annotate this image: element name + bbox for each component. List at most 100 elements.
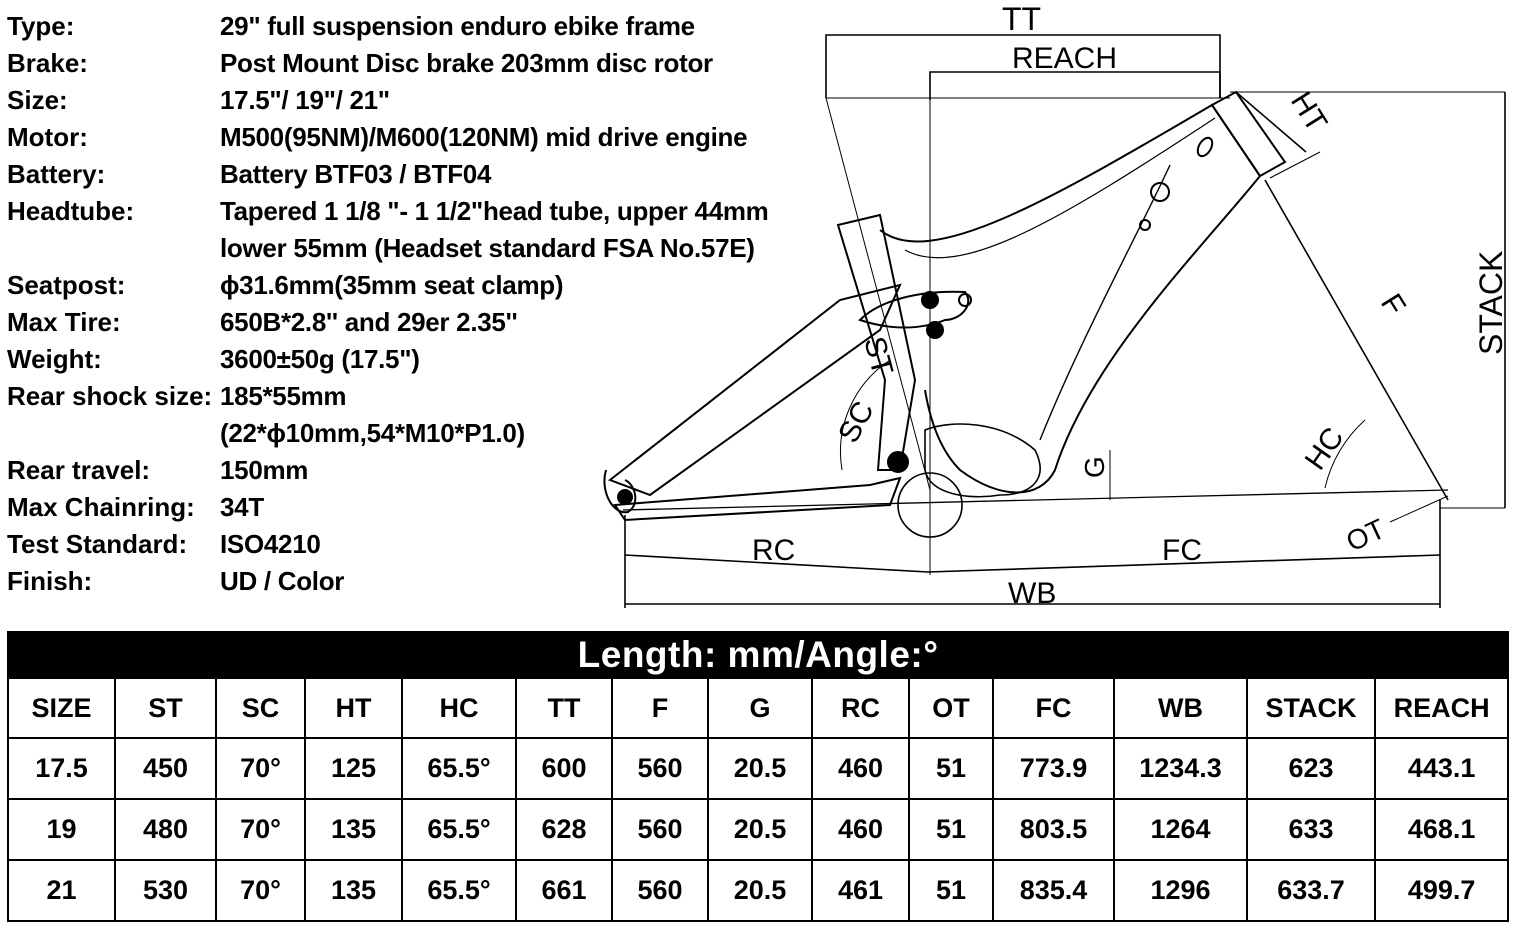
table-cell: 70° (215, 737, 306, 800)
column-header: F (611, 677, 709, 739)
spec-row: Finish:UD / Color (7, 566, 837, 603)
table-cell: 70° (215, 859, 306, 922)
spec-value: Post Mount Disc brake 203mm disc rotor (220, 48, 713, 78)
table-cell: 1296 (1113, 859, 1248, 922)
spec-row: Max Chainring: 34T (7, 492, 837, 529)
spec-value: ISO4210 (220, 529, 321, 559)
spec-key: Weight: (7, 344, 102, 374)
table-cell: 135 (304, 859, 403, 922)
spec-row: Rear shock size:185*55mm (7, 381, 837, 418)
table-cell: 65.5° (401, 859, 517, 922)
column-header: HT (304, 677, 403, 739)
table-cell: 773.9 (992, 737, 1115, 800)
table-cell: 65.5° (401, 798, 517, 861)
table-cell: 661 (515, 859, 613, 922)
spec-row: Headtube: Tapered 1 1/8 "- 1 1/2"head tub… (7, 196, 837, 233)
spec-list: Type:29" full suspension enduro ebike fr… (7, 11, 837, 603)
label-rc: RC (752, 534, 795, 567)
spec-value: 3600±50g (17.5") (220, 344, 420, 374)
spec-key: Seatpost: (7, 270, 126, 300)
spec-key: Brake: (7, 48, 88, 78)
table-cell: 443.1 (1373, 737, 1510, 800)
label-ot: OT (1341, 513, 1389, 558)
label-wb: WB (1008, 577, 1056, 610)
table-cell: 480 (114, 798, 217, 861)
table-cell: 468.1 (1373, 798, 1510, 861)
label-fc: FC (1162, 534, 1202, 567)
table-cell: 20.5 (707, 737, 813, 800)
spec-key: Finish: (7, 566, 93, 596)
table-cell: 51 (908, 859, 994, 922)
column-header: SIZE (7, 677, 116, 739)
spec-value: 17.5"/ 19"/ 21" (220, 85, 390, 115)
spec-row: Brake: Post Mount Disc brake 203mm disc r… (7, 48, 837, 85)
spec-key: Motor: (7, 122, 88, 152)
spec-row: Rear travel: 150mm (7, 455, 837, 492)
spec-row: Weight: 3600±50g (17.5") (7, 344, 837, 381)
label-reach: REACH (1012, 42, 1117, 75)
spec-value: ϕ31.6mm(35mm seat clamp) (220, 270, 564, 300)
spec-key: Max Chainring: (7, 492, 195, 522)
table-cell: 17.5 (7, 737, 116, 800)
table-cell: 135 (304, 798, 403, 861)
label-hc: HC (1299, 422, 1351, 476)
table-cell: 560 (611, 798, 709, 861)
table-cell: 835.4 (992, 859, 1115, 922)
spec-row: (22*ϕ10mm,54*M10*P1.0) (7, 418, 837, 455)
spec-value: Tapered 1 1/8 "- 1 1/2"head tube, upper … (220, 196, 769, 226)
label-f: F (1374, 288, 1412, 321)
column-header: FC (992, 677, 1115, 739)
label-st: ST (857, 333, 899, 379)
spec-row: Seatpost: ϕ31.6mm(35mm seat clamp) (7, 270, 837, 307)
spec-row: Max Tire:650B*2.8'' and 29er 2.35'' (7, 307, 837, 344)
table-cell: 450 (114, 737, 217, 800)
label-ht: HT (1284, 86, 1333, 137)
table-cell: 803.5 (992, 798, 1115, 861)
label-tt: TT (1002, 1, 1041, 37)
table-cell: 461 (811, 859, 910, 922)
table-cell: 499.7 (1373, 859, 1510, 922)
spec-value: (22*ϕ10mm,54*M10*P1.0) (220, 418, 525, 448)
bike-frame-outline (603, 90, 1287, 538)
table-cell: 1234.3 (1113, 737, 1248, 800)
spec-key: Headtube: (7, 196, 135, 226)
label-g: G (1079, 456, 1110, 478)
spec-row: Size:17.5"/ 19"/ 21" (7, 85, 837, 122)
table-cell: 628 (515, 798, 613, 861)
spec-key: Rear travel: (7, 455, 151, 485)
table-cell: 125 (304, 737, 403, 800)
table-cell: 70° (215, 798, 306, 861)
table-cell: 460 (811, 737, 910, 800)
table-cell: 633 (1246, 798, 1376, 861)
column-header: TT (515, 677, 613, 739)
table-cell: 1264 (1113, 798, 1248, 861)
table-cell: 65.5° (401, 737, 517, 800)
table-cell: 560 (611, 737, 709, 800)
spec-row: Test Standard:ISO4210 (7, 529, 837, 566)
spec-value: Battery BTF03 / BTF04 (220, 159, 492, 189)
table-cell: 460 (811, 798, 910, 861)
spec-row: Type:29" full suspension enduro ebike fr… (7, 11, 837, 48)
spec-value: M500(95NM)/M600(120NM) mid drive engine (220, 122, 748, 152)
table-cell: 623 (1246, 737, 1376, 800)
table-cell: 51 (908, 737, 994, 800)
label-stack: STACK (1473, 251, 1509, 355)
spec-value: 34T (220, 492, 264, 522)
column-header: ST (114, 677, 217, 739)
table-cell: 600 (515, 737, 613, 800)
spec-value: 150mm (220, 455, 309, 485)
spec-row: Motor: M500(95NM)/M600(120NM) mid drive e… (7, 122, 837, 159)
table-title: Length: mm/Angle:° (6, 631, 1510, 679)
column-header: OT (908, 677, 994, 739)
column-header: G (707, 677, 813, 739)
column-header: WB (1113, 677, 1248, 739)
spec-key: Battery: (7, 159, 106, 189)
table-cell: 21 (7, 859, 116, 922)
table-cell: 530 (114, 859, 217, 922)
spec-value: 650B*2.8'' and 29er 2.35'' (220, 307, 518, 337)
table-cell: 633.7 (1246, 859, 1376, 922)
